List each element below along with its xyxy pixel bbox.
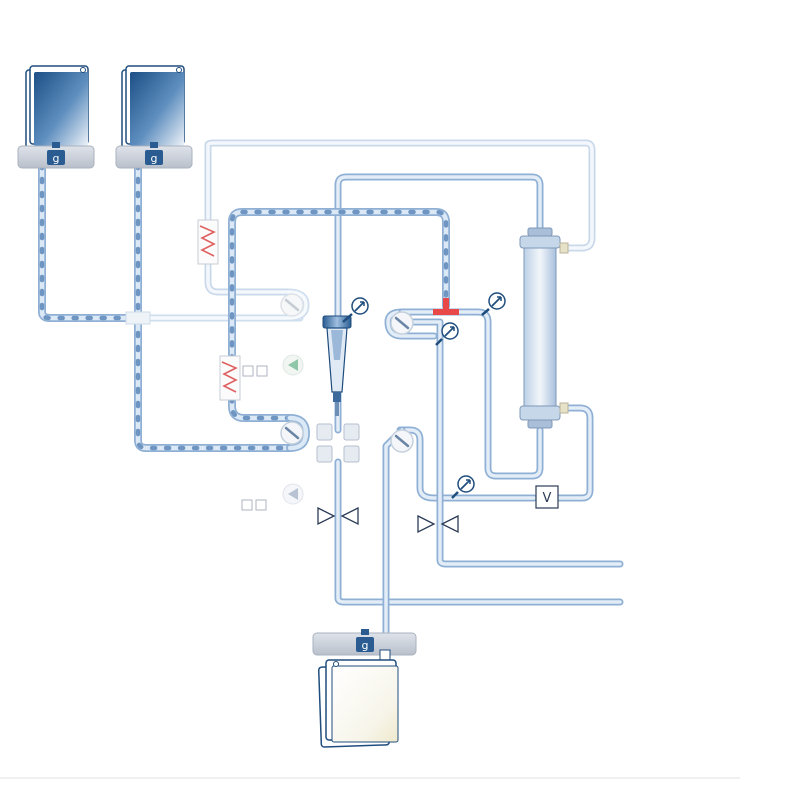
drip-chamber-icon [322, 315, 352, 416]
scale-unit-label: g [362, 639, 369, 652]
tee-connector [125, 311, 151, 325]
air-detector-icon [316, 423, 360, 463]
fluid-bag-1 [25, 65, 89, 155]
clamp-icon[interactable] [417, 514, 459, 534]
heater-icon [197, 219, 219, 265]
striped-tubing [38, 161, 450, 452]
effluent-bag [317, 649, 399, 748]
clamp-icon[interactable] [317, 506, 359, 526]
scale-1: g [17, 142, 95, 169]
scale-unit-label: g [53, 152, 60, 165]
play-arrow-icon [288, 359, 298, 371]
valve-label: V [543, 491, 552, 506]
roller-pump-icon[interactable] [280, 421, 304, 445]
heater-icon [219, 355, 241, 401]
roller-pump-icon[interactable] [390, 311, 414, 335]
play-arrow-icon [288, 488, 298, 500]
pressure-sensor-icon [342, 297, 369, 323]
scale-3: g [312, 629, 417, 656]
red-tee-connector [433, 298, 459, 315]
scale-2: g [115, 142, 193, 169]
roller-pump-icon[interactable] [280, 293, 304, 317]
scale-unit-label: g [151, 152, 158, 165]
pump-status-indicator [241, 483, 304, 511]
roller-pump-icon[interactable] [390, 429, 414, 453]
pump-status-indicator [242, 354, 304, 377]
pressure-sensor-icon [451, 475, 475, 499]
filter-icon [519, 227, 569, 429]
fluid-bag-2 [121, 65, 185, 155]
pressure-sensor-icon [481, 292, 506, 316]
plain-tubing [136, 139, 624, 652]
pressure-sensor-icon [435, 322, 459, 346]
valve-icon[interactable]: V [535, 485, 559, 509]
